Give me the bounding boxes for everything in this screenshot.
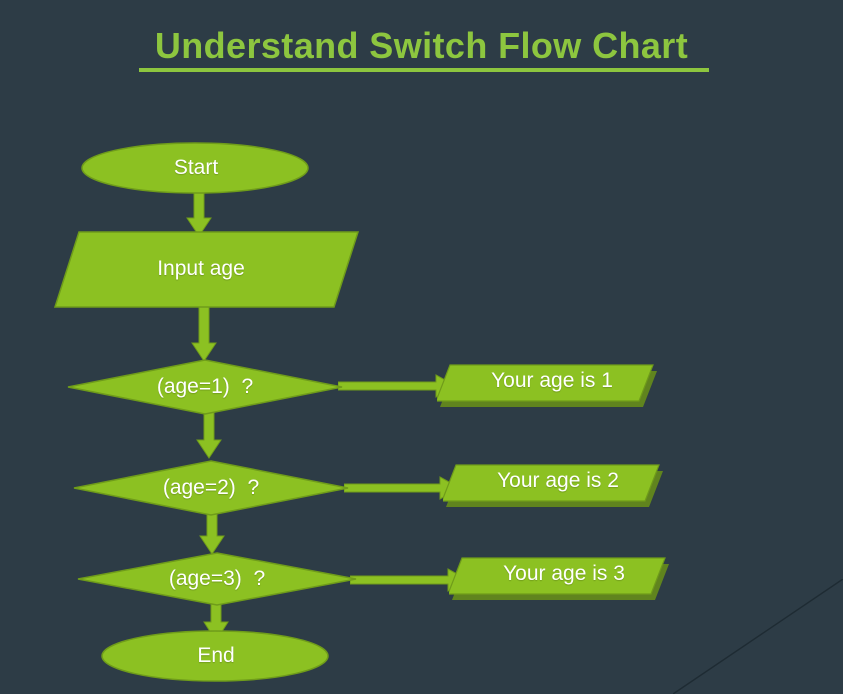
- decorative-diagonal-line: [673, 579, 843, 694]
- page-title: Understand Switch Flow Chart: [0, 22, 843, 70]
- node-decision-age-2[interactable]: (age=2) ?: [72, 459, 350, 517]
- node-output-age-1[interactable]: Your age is 1: [437, 363, 659, 411]
- edge-input-to-dec1: [191, 305, 217, 365]
- node-start[interactable]: Start: [80, 141, 312, 195]
- node-end[interactable]: End: [100, 629, 332, 683]
- page-title-text: Understand Switch Flow Chart: [154, 25, 689, 66]
- node-output-age-2[interactable]: Your age is 2: [443, 463, 665, 511]
- node-decision-age-3[interactable]: (age=3) ?: [76, 551, 358, 607]
- page-title-underline: [139, 68, 709, 72]
- node-input-age[interactable]: Input age: [53, 231, 361, 313]
- node-decision-age-1[interactable]: (age=1) ?: [66, 358, 344, 416]
- node-output-age-3[interactable]: Your age is 3: [449, 556, 671, 604]
